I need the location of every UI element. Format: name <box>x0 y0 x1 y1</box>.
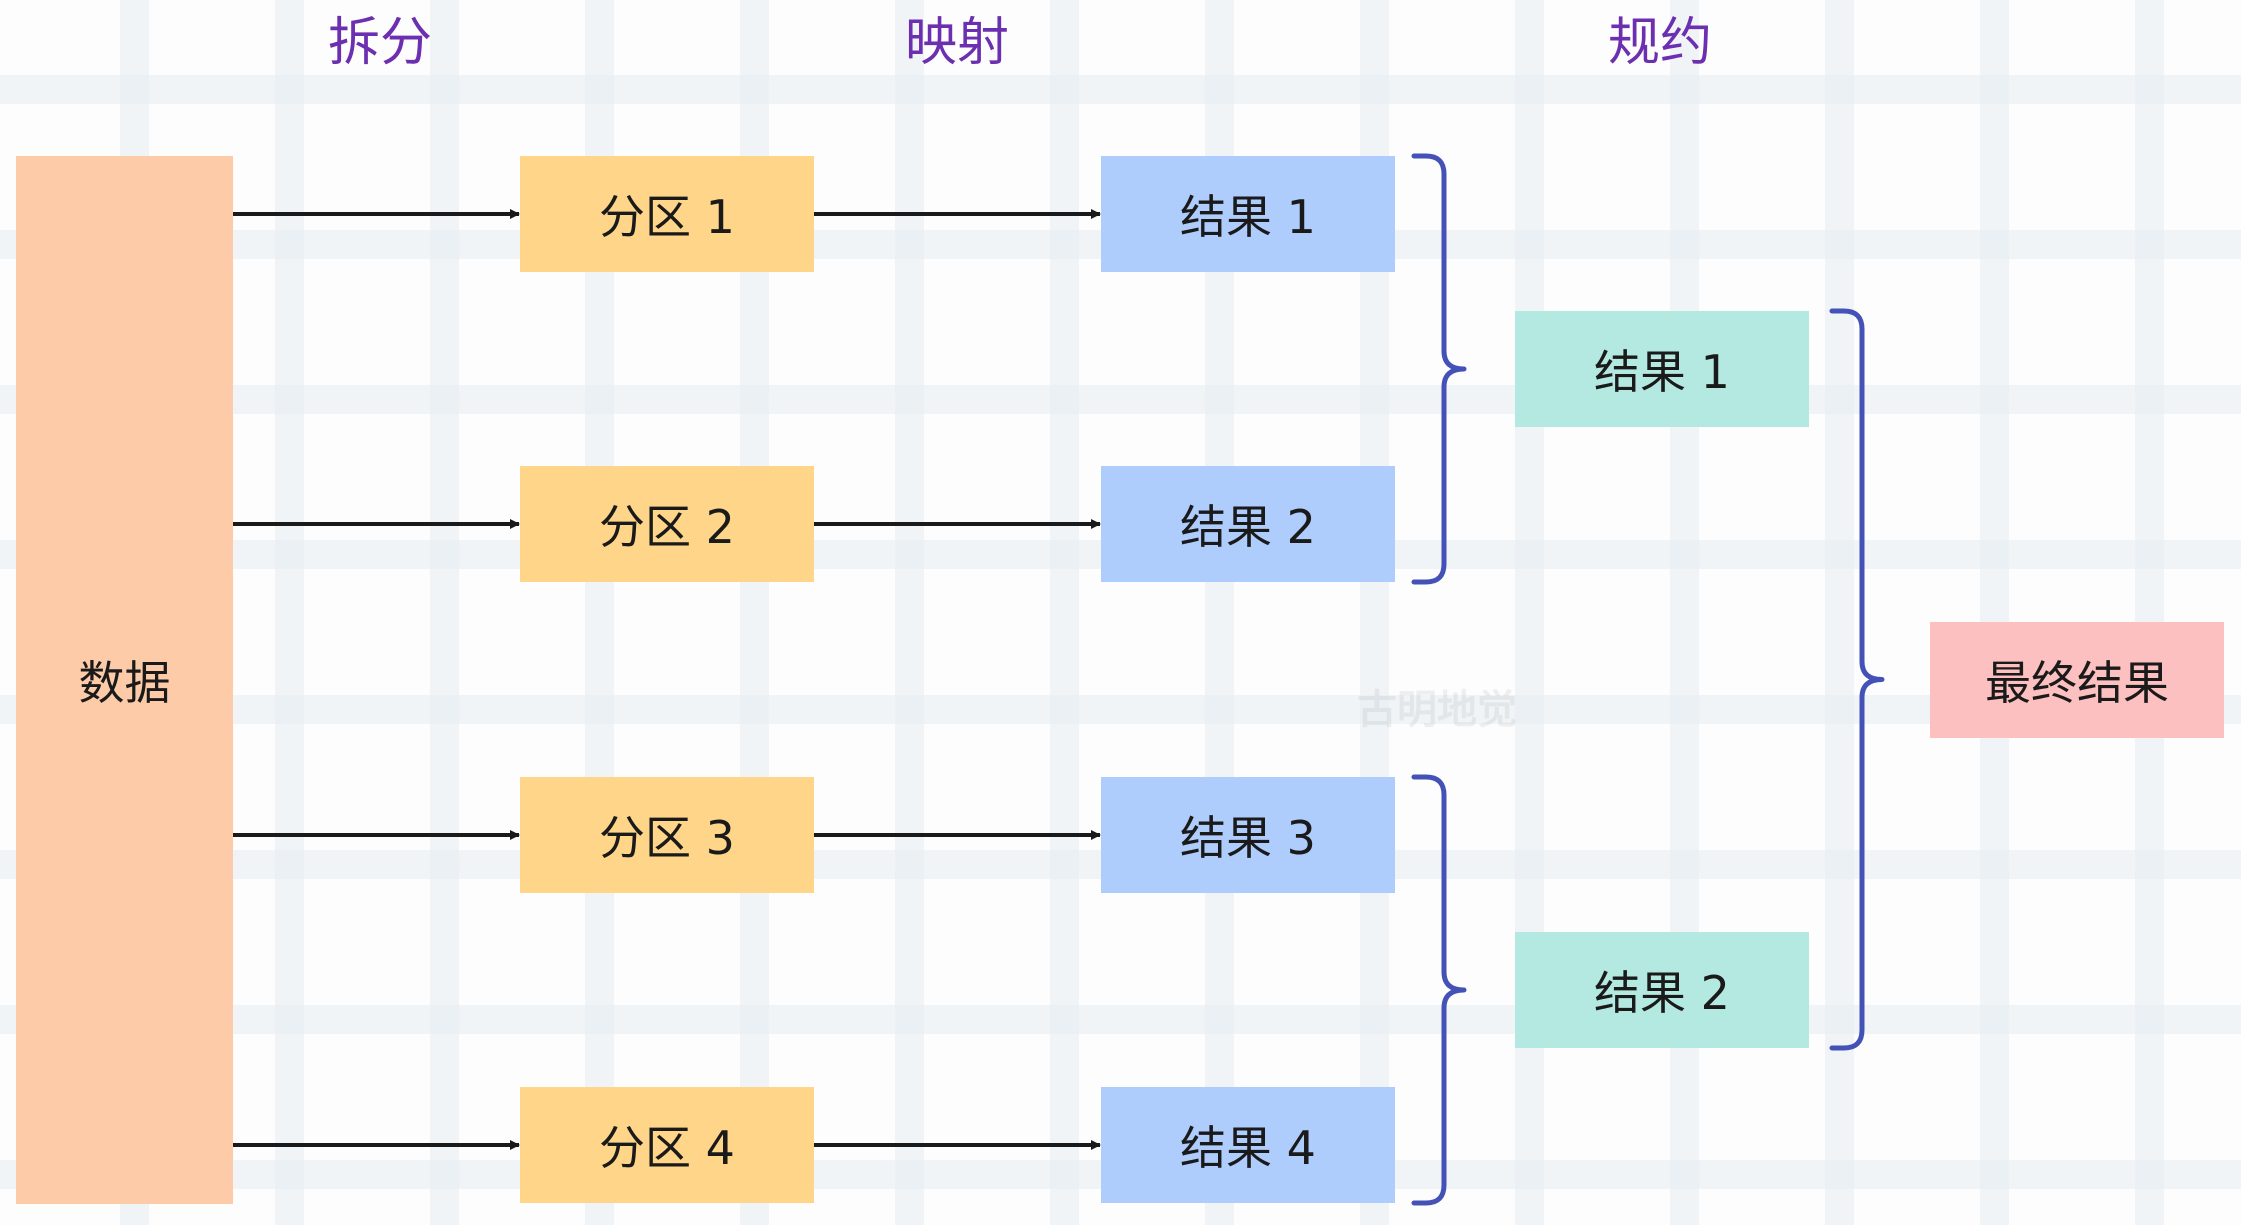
reduce-result-box-1: 结果 1 <box>1515 311 1809 427</box>
partition-box-2: 分区 2 <box>520 466 814 582</box>
stage-label-map: 映射 <box>904 13 1010 73</box>
stage-label-split: 拆分 <box>327 13 433 73</box>
brace-results-3-4 <box>1411 774 1467 1206</box>
watermark-text: 古明地觉 <box>1357 687 1517 733</box>
partition-box-1: 分区 1 <box>520 156 814 272</box>
partition-box-3: 分区 3 <box>520 777 814 893</box>
map-result-box-2: 结果 2 <box>1101 466 1395 582</box>
final-result-box: 最终结果 <box>1930 622 2224 738</box>
brace-results-1-2 <box>1411 153 1467 585</box>
reduce-result-box-2: 结果 2 <box>1515 932 1809 1048</box>
partition-box-4: 分区 4 <box>520 1087 814 1203</box>
map-result-box-4: 结果 4 <box>1101 1087 1395 1203</box>
map-result-box-3: 结果 3 <box>1101 777 1395 893</box>
brace-layer <box>1411 153 1885 1206</box>
arrow-layer <box>233 209 1101 1150</box>
map-result-box-1: 结果 1 <box>1101 156 1395 272</box>
brace-reduce-to-final <box>1829 308 1885 1051</box>
stage-label-reduce: 规约 <box>1607 13 1713 73</box>
data-block: 数据 <box>16 156 233 1204</box>
